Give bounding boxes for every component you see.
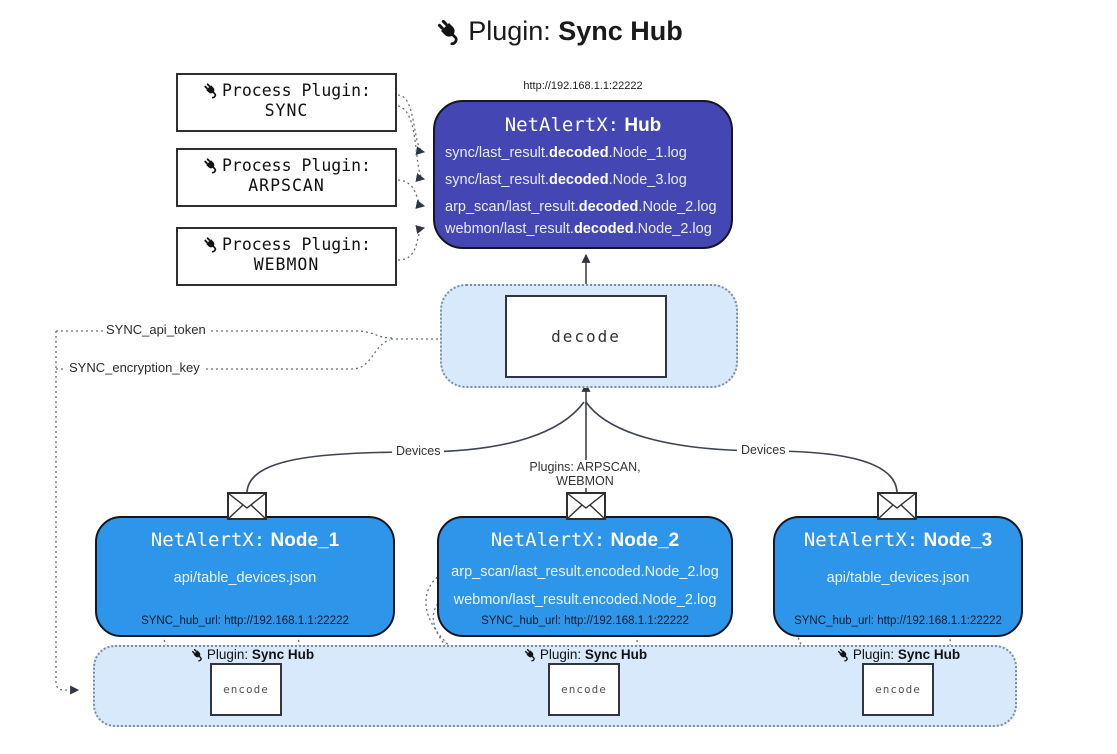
node-title-bold: Node_3 — [923, 530, 993, 551]
devices-label-right: Devices — [737, 443, 790, 457]
sync-encryption-key-label: SYNC_encryption_key — [66, 360, 203, 375]
plug-icon — [202, 156, 220, 174]
page-title: Plugin: Sync Hub — [0, 16, 1117, 47]
node-title-bold: Node_1 — [270, 530, 340, 551]
node-file-line: arp_scan/last_result.encoded.Node_2.log — [451, 564, 719, 580]
plugins-label: Plugins: ARPSCAN, WEBMON — [495, 460, 675, 488]
process-plugin-arpscan: Process Plugin: ARPSCAN — [176, 148, 397, 207]
envelope-icon — [566, 492, 606, 520]
node-hub-url: SYNC_hub_url: http://192.168.1.1:22222 — [794, 615, 1002, 627]
hub-log-line: webmon/last_result.decoded.Node_2.log — [445, 221, 712, 237]
envelope-icon — [877, 492, 917, 520]
hub-log-line: sync/last_result.decoded.Node_1.log — [445, 145, 687, 161]
process-plugin-label: Process Plugin: — [221, 235, 371, 254]
process-plugin-name: ARPSCAN — [248, 176, 325, 195]
process-plugin-name: SYNC — [264, 101, 309, 120]
node-2-box: NetAlertX: Node_2 arp_scan/last_result.e… — [437, 516, 733, 637]
node-title-prefix: NetAlertX: — [803, 529, 919, 551]
decode-box: decode — [505, 295, 667, 378]
hub-log-line: arp_scan/last_result.decoded.Node_2.log — [445, 199, 717, 215]
plug-icon — [523, 647, 538, 662]
node-title-prefix: NetAlertX: — [150, 529, 266, 551]
envelope-icon — [227, 492, 267, 520]
node-file-line: api/table_devices.json — [173, 570, 317, 586]
node-hub-url: SYNC_hub_url: http://192.168.1.1:22222 — [141, 615, 349, 627]
plug-icon — [836, 647, 851, 662]
hub-title-prefix: NetAlertX: — [504, 114, 620, 136]
hub-box: NetAlertX: Hub sync/last_result.decoded.… — [433, 100, 733, 249]
hub-title-bold: Hub — [624, 115, 662, 136]
node-title-bold: Node_2 — [610, 530, 680, 551]
hub-url-label: http://192.168.1.1:22222 — [523, 80, 643, 92]
strip-plugin-label: Plugin: Sync Hub — [167, 647, 337, 662]
title-prefix: Plugin: — [468, 16, 551, 46]
node-file-line: webmon/last_result.encoded.Node_2.log — [453, 592, 717, 608]
devices-label-left: Devices — [392, 444, 445, 458]
encode-box: encode — [548, 663, 620, 716]
title-bold: Sync Hub — [558, 16, 683, 46]
strip-plugin-label: Plugin: Sync Hub — [813, 647, 983, 662]
node-file-line: api/table_devices.json — [826, 570, 970, 586]
plug-icon — [202, 81, 220, 99]
node-hub-url: SYNC_hub_url: http://192.168.1.1:22222 — [481, 615, 689, 627]
node-title-prefix: NetAlertX: — [490, 529, 606, 551]
node-1-box: NetAlertX: Node_1 api/table_devices.json… — [95, 516, 395, 637]
plug-icon — [202, 235, 220, 253]
process-plugin-label: Process Plugin: — [221, 156, 371, 175]
process-plugin-sync: Process Plugin: SYNC — [176, 73, 397, 132]
encode-box: encode — [862, 663, 934, 716]
process-plugin-webmon: Process Plugin: WEBMON — [176, 227, 397, 286]
process-plugin-label: Process Plugin: — [221, 81, 371, 100]
plug-icon — [190, 647, 205, 662]
sync-api-token-label: SYNC_api_token — [103, 322, 209, 337]
node-3-box: NetAlertX: Node_3 api/table_devices.json… — [773, 516, 1023, 637]
encode-box: encode — [210, 663, 282, 716]
hub-log-line: sync/last_result.decoded.Node_3.log — [445, 172, 687, 188]
plug-icon — [434, 16, 464, 46]
process-plugin-name: WEBMON — [253, 255, 320, 274]
strip-plugin-label: Plugin: Sync Hub — [500, 647, 670, 662]
